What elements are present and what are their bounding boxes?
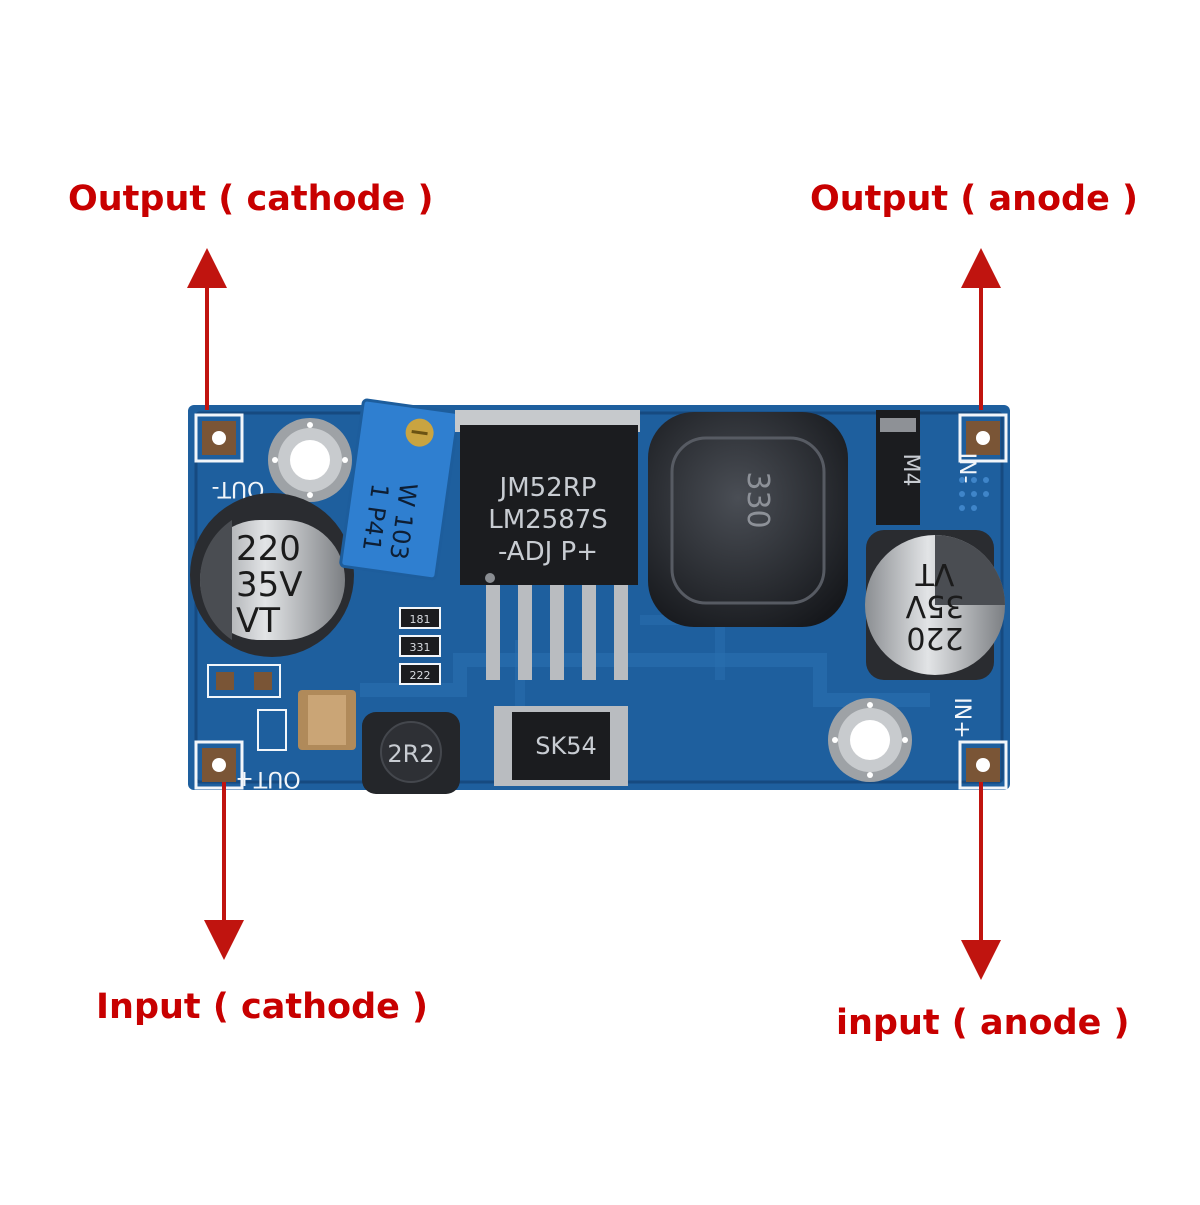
mounting-hole-top [268,418,352,502]
silk-in-plus: IN+ [949,697,974,738]
diode-small: M4 [876,410,923,525]
cap-right-line2: 35V [905,588,964,623]
cap-left-line3: VT [236,601,280,641]
inductor-main: 330 [648,412,848,627]
cap-right-line3: VT [915,556,955,591]
regulator-ic: JM52RP LM2587S -ADJ P+ [455,410,640,680]
arrows [187,248,1001,980]
label-output-cathode: Output ( cathode ) [68,179,434,219]
diode-large-label: SK54 [535,732,597,760]
pad-out-plus [194,740,244,790]
resistor-1-label: 181 [410,613,431,626]
silk-out-plus: OUT+ [235,766,300,791]
smd-resistors: 181 331 222 [399,607,441,685]
smd-pads-lower-left [207,664,356,751]
inductor-small-label: 2R2 [387,740,434,768]
label-input-anode: input ( anode ) [836,1003,1130,1043]
label-output-anode: Output ( anode ) [810,179,1139,219]
pad-in-minus [958,413,1008,463]
inductor-main-label: 330 [740,471,775,528]
capacitor-left: 220 35V VT [190,493,354,657]
cap-right-line1: 220 [906,620,963,655]
ic-line1: JM52RP [498,473,597,503]
resistor-3-label: 222 [410,669,431,682]
pad-out-minus [194,413,244,463]
capacitor-right: 220 35V VT [865,530,1005,680]
pad-in-plus [958,740,1008,790]
via-dots [959,477,989,511]
cap-left-line2: 35V [236,565,303,605]
resistor-2-label: 331 [410,641,431,654]
ic-line2: LM2587S [488,505,608,535]
label-input-cathode: Input ( cathode ) [96,987,429,1027]
ic-line3: -ADJ P+ [498,537,598,567]
diode-large: SK54 [494,706,628,786]
mounting-hole-bottom [828,698,912,782]
potentiometer: W 103 1 P41 [339,398,460,581]
cap-left-line1: 220 [236,529,301,569]
corner-pads [194,413,1008,790]
inductor-small: 2R2 [362,712,460,794]
diode-small-label: M4 [898,454,923,487]
